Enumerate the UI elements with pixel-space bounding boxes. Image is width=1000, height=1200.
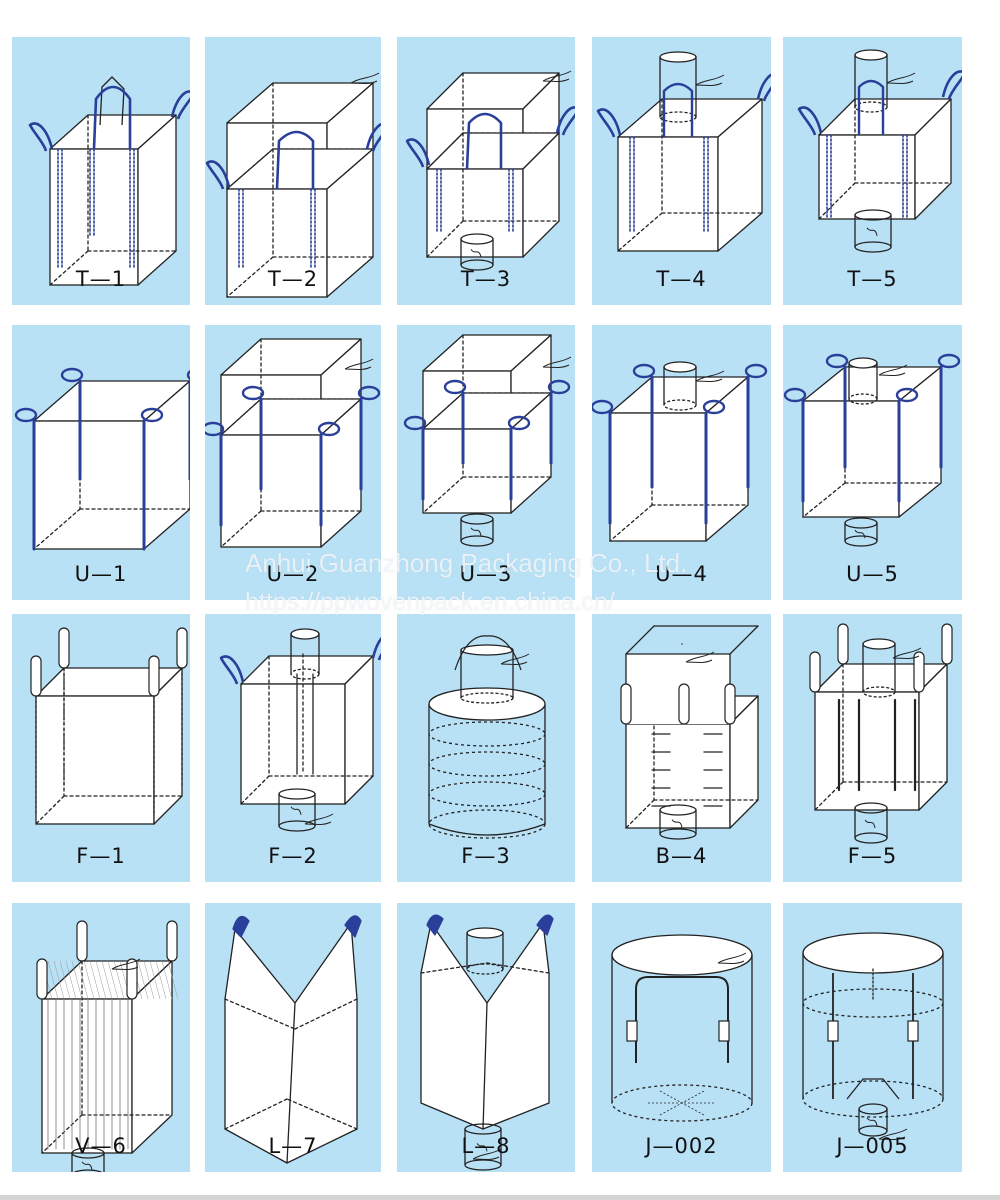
bag-model-label: F—1 [76, 844, 126, 868]
bag-tile-v-6: V—6 [12, 903, 190, 1172]
bag-tile-b-4: B—4 [592, 614, 771, 882]
bag-diagram [620, 625, 759, 840]
bag-model-label: U—2 [266, 562, 320, 586]
bag-diagram [428, 635, 546, 839]
bag-model-label: U—3 [459, 562, 513, 586]
bag-model-label: U—5 [846, 562, 899, 586]
bag-tile-j-005: J—005 [783, 903, 962, 1172]
bag-diagram [28, 76, 190, 286]
bag-tile-u-1: U—1 [12, 325, 190, 600]
bag-model-label: T—1 [75, 267, 127, 291]
bottom-divider [0, 1195, 1000, 1200]
bag-model-label: T—4 [656, 267, 707, 291]
bag-model-label: L—8 [461, 1134, 511, 1158]
bag-diagram [802, 932, 944, 1140]
bag-diagram [592, 361, 768, 542]
bag-diagram [783, 353, 961, 547]
bag-model-label: J—002 [645, 1134, 718, 1158]
bag-diagram [809, 623, 953, 844]
bag-tile-f-3: F—3 [397, 614, 575, 882]
bag-tile-j-002: J—002 [592, 903, 771, 1172]
bag-diagram [405, 70, 575, 271]
bag-model-label: U—1 [74, 562, 128, 586]
bag-model-label: J—005 [836, 1134, 909, 1158]
bag-tile-u-4: U—4 [592, 325, 771, 600]
bag-diagram [205, 72, 381, 298]
bag-tile-u-3: U—3 [397, 325, 575, 600]
bag-tile-t-5: T—5 [783, 37, 962, 305]
bag-tile-t-1: T—1 [12, 37, 190, 305]
bag-tile-u-5: U—5 [783, 325, 962, 600]
bag-tile-u-2: U—2 [205, 325, 381, 600]
bag-tile-t-2: T—2 [205, 37, 381, 305]
bag-model-label: V—6 [75, 1134, 127, 1158]
bag-diagram [224, 915, 362, 1164]
bag-tile-f-1: F—1 [12, 614, 190, 882]
bag-diagram [205, 338, 381, 548]
bag-tile-l-8: L—8 [397, 903, 575, 1172]
bag-model-label: U—4 [655, 562, 708, 586]
bag-diagram [219, 628, 381, 832]
bag-diagram [596, 51, 771, 252]
bag-tile-t-3: T—3 [397, 37, 575, 305]
bag-diagram [420, 914, 554, 1171]
bag-tile-l-7: L—7 [205, 903, 381, 1172]
bag-model-label: B—4 [655, 844, 708, 868]
bag-diagram [30, 627, 188, 825]
bag-model-label: T—3 [460, 267, 512, 291]
bag-model-label: L—7 [268, 1134, 318, 1158]
bag-tile-t-4: T—4 [592, 37, 771, 305]
bag-diagram [797, 49, 962, 253]
bag-diagram [14, 367, 190, 551]
bag-model-label: T—5 [847, 267, 898, 291]
bag-model-label: F—2 [268, 844, 318, 868]
bag-diagram [403, 334, 572, 547]
bag-model-label: F—3 [461, 844, 511, 868]
bag-model-label: F—5 [847, 844, 898, 868]
bag-diagram [611, 934, 753, 1122]
bag-tile-f-5: F—5 [783, 614, 962, 882]
bag-tile-f-2: F—2 [205, 614, 381, 882]
bag-model-label: T—2 [267, 267, 319, 291]
bag-diagram [36, 920, 179, 1172]
